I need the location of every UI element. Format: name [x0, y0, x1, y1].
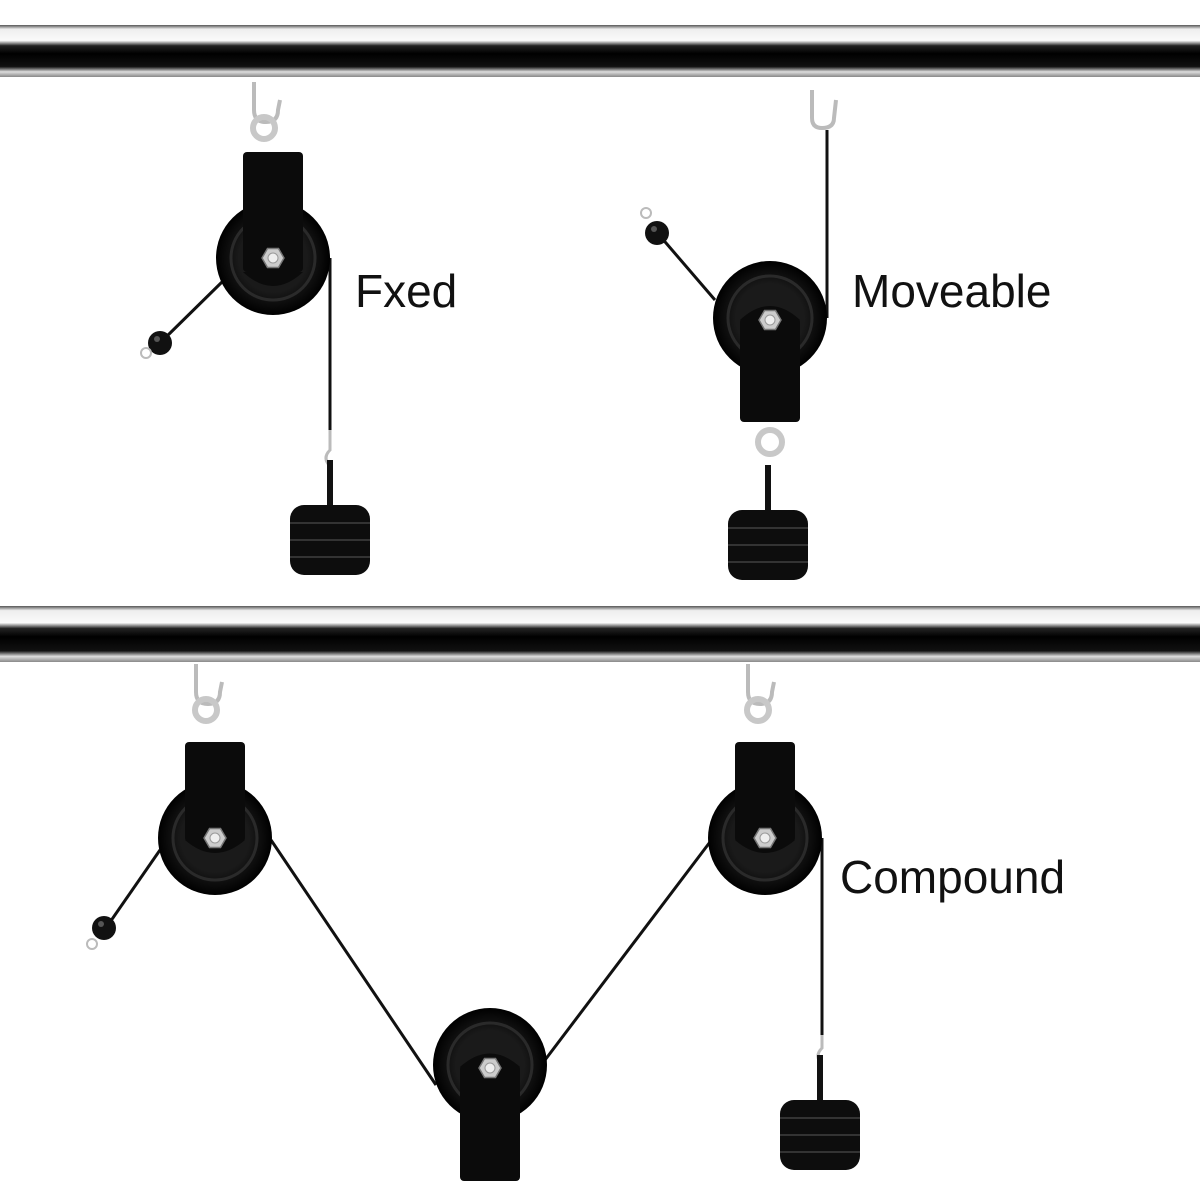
pulley-bracket	[243, 152, 303, 272]
hook-icon	[253, 82, 280, 139]
moveable-pulley	[640, 90, 838, 581]
top-rail	[0, 25, 1200, 77]
fixed-pulley	[140, 82, 371, 576]
fixed-label: Fxed	[355, 265, 458, 317]
compound-pulley	[86, 664, 861, 1181]
compound-label: Compound	[840, 851, 1066, 903]
middle-rail	[0, 606, 1200, 662]
moveable-label: Moveable	[852, 265, 1052, 317]
weight-stack	[289, 459, 371, 576]
